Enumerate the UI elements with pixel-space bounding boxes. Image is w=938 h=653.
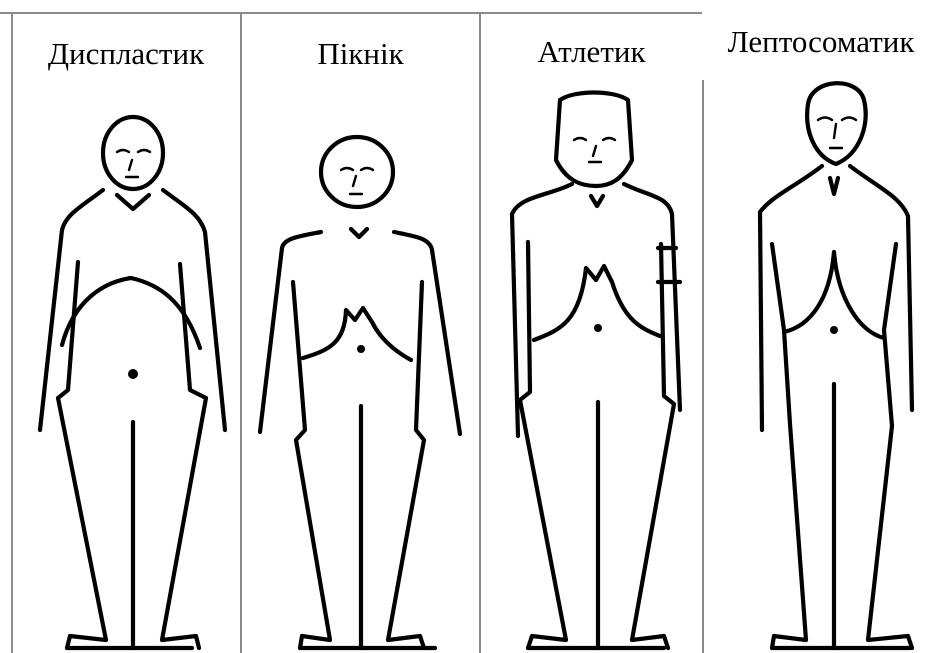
body-types-diagram: Диспластик Пікнік Атлетик <box>0 0 938 653</box>
leptosomatic-figure <box>0 0 938 653</box>
